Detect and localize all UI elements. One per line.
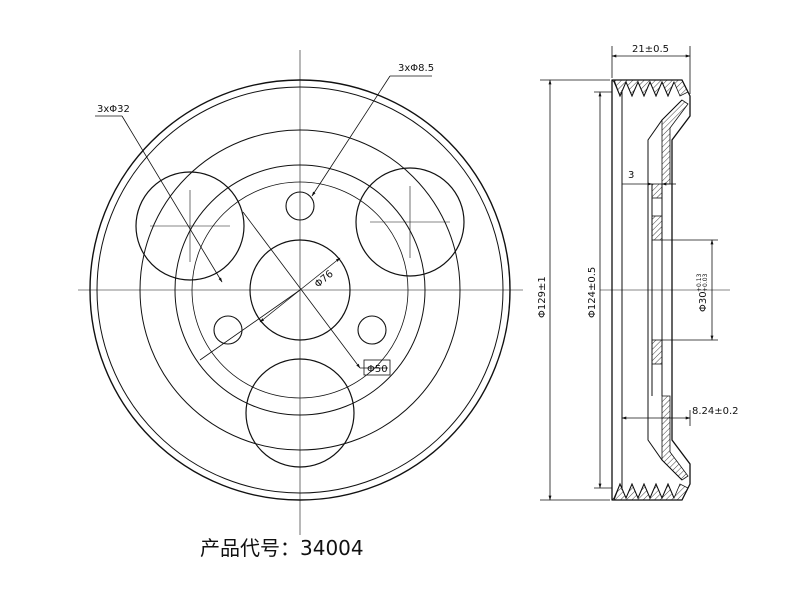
inner-rim-circle: [96, 86, 504, 494]
leader-pcd-diag: [199, 289, 301, 361]
leader-pcd: [242, 211, 361, 369]
large-hole-bottom: [245, 358, 355, 468]
hatch-hub-mid-top: [651, 215, 663, 241]
small-hole-left: [213, 315, 243, 345]
outer-rim-circle: [89, 79, 511, 501]
large-hole-left: [135, 171, 245, 281]
large-hole-right: [355, 167, 465, 277]
grooves-bottom-hatch: [611, 482, 689, 501]
hatch-hub-top: [651, 183, 663, 199]
bore-tolerance-upper: +0.13: [696, 273, 703, 292]
bore-tolerance-lower: +0.03: [702, 273, 709, 292]
grooves-top-hatch: [611, 79, 689, 98]
hatch-top-rim: [661, 99, 689, 185]
bore-dimension-label: Φ30 +0.13 +0.03: [696, 273, 709, 312]
front-view: 3xΦ32 3xΦ8.5 Φ76 Φ50: [78, 50, 523, 535]
hub-circle: [174, 164, 426, 416]
hatch-hub-mid-bottom: [651, 339, 663, 365]
leader-small-hole: [311, 75, 391, 197]
bore-label: Φ76: [313, 269, 336, 291]
width-label: 21±0.5: [632, 44, 669, 55]
side-view: 21±0.5 3 Φ129±1 Φ124±0.5 Φ30 +0.13 +0.03…: [537, 44, 739, 501]
small-hole-right: [357, 315, 387, 345]
hatch-bottom-rim: [661, 395, 689, 481]
offset-label: 8.24±0.2: [692, 406, 739, 417]
leader-large-hole: [121, 115, 223, 283]
thickness-label: 3: [628, 170, 634, 181]
pcd-label: Φ50: [367, 364, 388, 375]
product-code-caption: 产品代号：34004: [200, 536, 364, 560]
pcd-label-box: [363, 359, 391, 376]
pitch-circle: [191, 181, 409, 399]
web-circle: [139, 129, 461, 451]
small-hole-top: [285, 191, 315, 221]
small-holes-label: 3xΦ8.5: [398, 63, 434, 74]
bore-main-label: Φ30: [698, 291, 709, 312]
outer-dia-label: Φ129±1: [537, 276, 548, 318]
large-holes-label: 3xΦ32: [97, 104, 130, 115]
center-bore: [249, 239, 351, 341]
groove-dia-label: Φ124±0.5: [587, 267, 598, 318]
